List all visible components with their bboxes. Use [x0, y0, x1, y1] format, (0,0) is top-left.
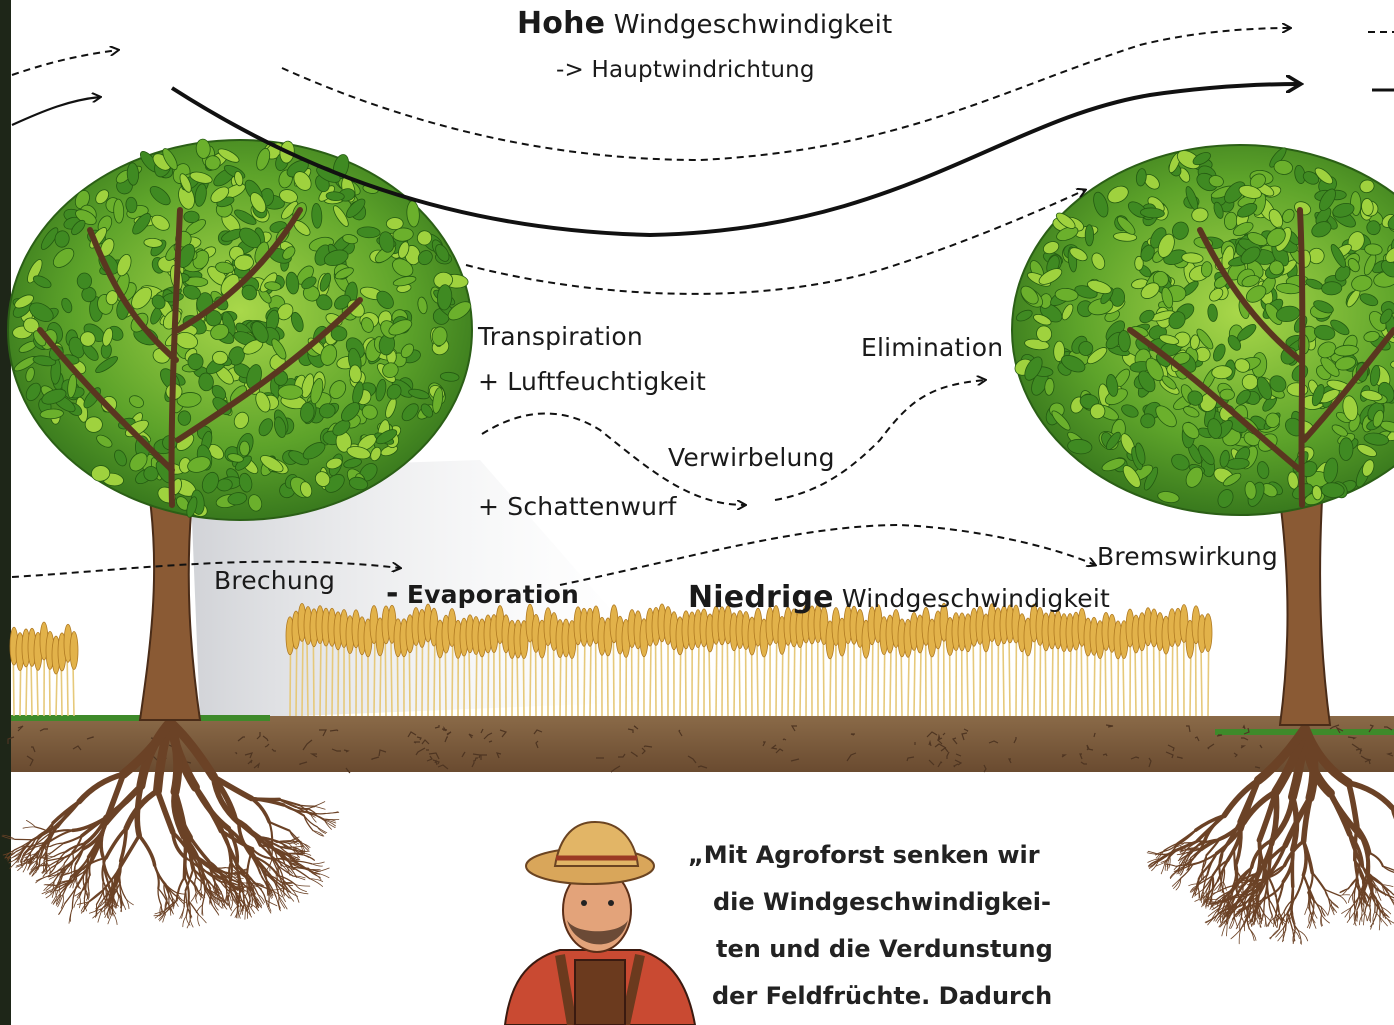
label-low-wind: Niedrige Windgeschwindigkeit: [688, 580, 1110, 615]
label-braking: Bremswirkung: [1097, 542, 1278, 571]
label-main-direction: -> Hauptwindrichtung: [556, 57, 815, 83]
soil-band: [11, 716, 1394, 772]
farmer-illustration: [505, 822, 695, 1025]
quote-line-2: die Windgeschwindigkei-: [688, 879, 1053, 926]
label-low-word: Niedrige: [688, 580, 834, 615]
left-edge-strip: [0, 0, 11, 1025]
label-humidity: + Luftfeuchtigkeit: [478, 367, 706, 396]
farmer-quote: „Mit Agroforst senken wir die Windgeschw…: [688, 832, 1053, 1020]
label-refraction: Brechung: [214, 566, 335, 595]
label-low-rest: Windgeschwindigkeit: [842, 584, 1110, 613]
label-evaporation: - Evaporation: [386, 576, 579, 611]
label-shade: + Schattenwurf: [478, 492, 677, 521]
label-high-wind: Hohe Windgeschwindigkeit: [517, 6, 892, 41]
label-evaporation-sign: -: [386, 576, 399, 611]
label-high-word: Hohe: [517, 6, 605, 41]
label-high-rest: Windgeschwindigkeit: [614, 10, 893, 40]
quote-line-3: ten und die Verdunstung: [688, 926, 1053, 973]
quote-line-4: der Feldfrüchte. Dadurch: [688, 973, 1053, 1020]
label-turbulence: Verwirbelung: [668, 443, 835, 472]
label-transpiration: Transpiration: [478, 322, 643, 351]
label-evaporation-text: Evaporation: [407, 580, 579, 609]
label-elimination: Elimination: [861, 333, 1003, 362]
quote-line-1: „Mit Agroforst senken wir: [688, 832, 1053, 879]
